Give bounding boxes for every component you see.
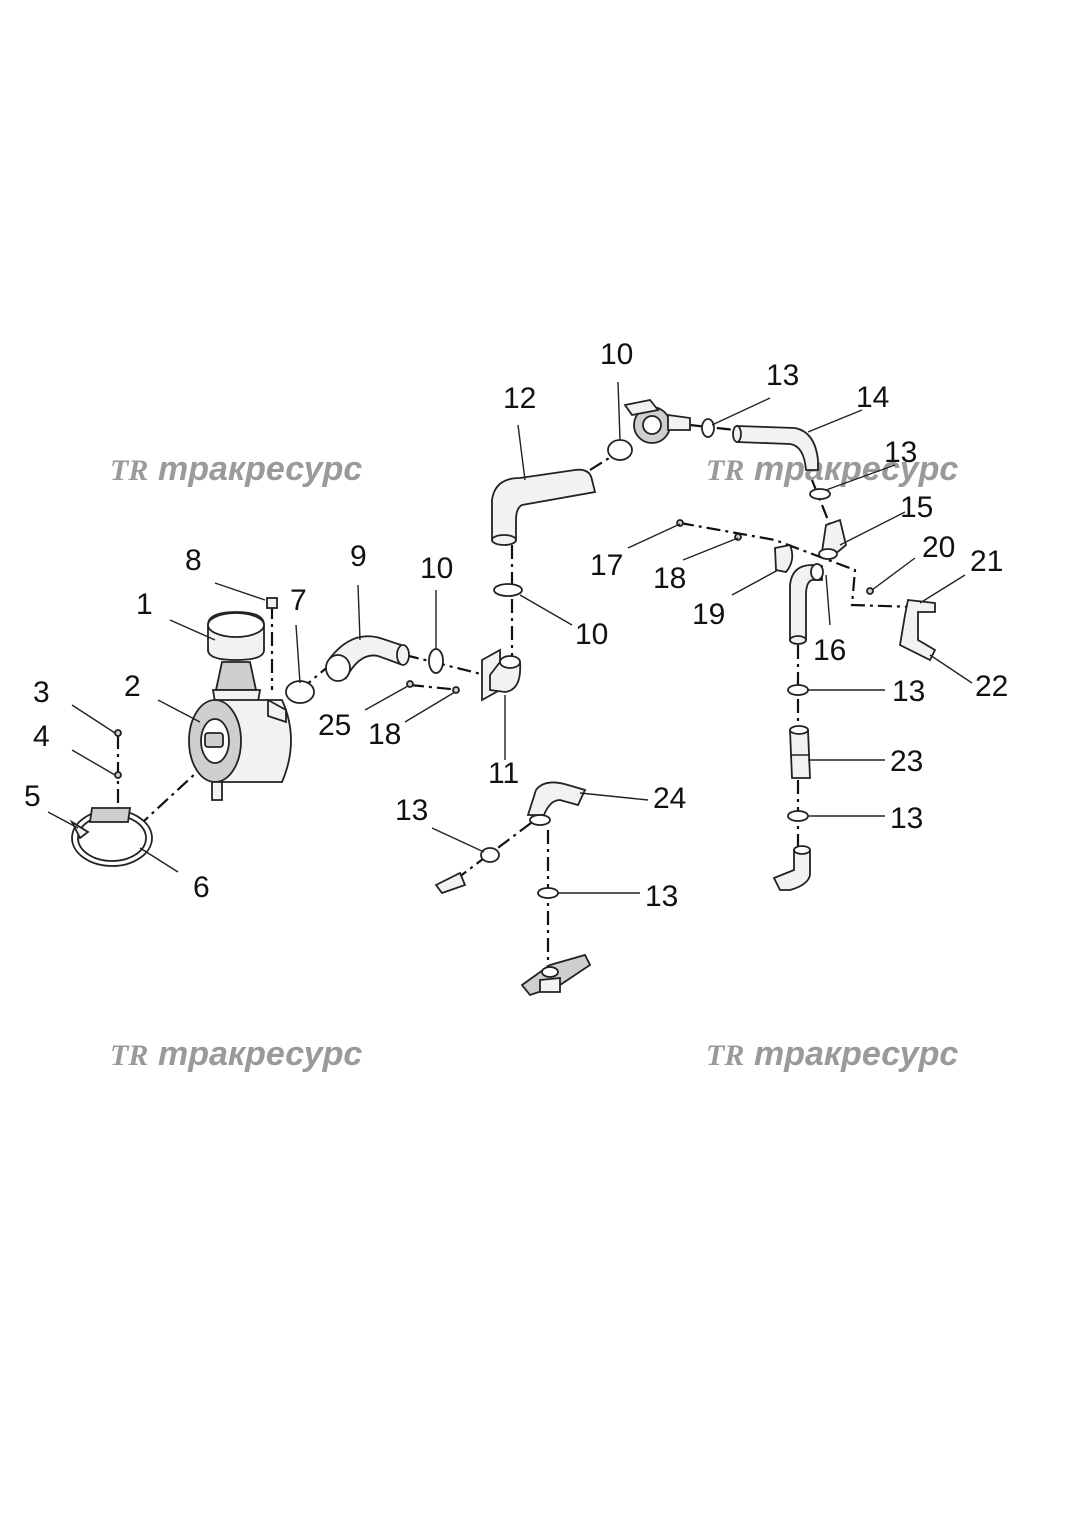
- leader-lines: [47, 381, 973, 894]
- callout-21: 21: [970, 545, 1003, 578]
- part-8-fitting: [266, 597, 278, 609]
- callout-13-stack-lower: 13: [890, 802, 923, 835]
- part-turbocharger: [623, 399, 691, 444]
- watermark-logo: TR: [706, 454, 744, 487]
- part-11-inlet-elbow: [481, 648, 522, 702]
- callout-18-right: 18: [653, 562, 686, 595]
- callout-2: 2: [124, 670, 141, 703]
- part-12-elbow-pipe: [491, 468, 597, 546]
- watermark-text: тракресурс: [754, 450, 958, 488]
- part-outlet-funnel: [434, 871, 467, 895]
- part-10-clamp-left: [428, 648, 444, 674]
- part-13-clamp-under-hose: [809, 488, 831, 500]
- part-9-elbow-hose: [325, 635, 410, 682]
- watermark-bottom-left: TR тракресурс: [110, 1035, 362, 1073]
- part-mounting-bracket: [520, 953, 592, 997]
- watermark-logo: TR: [706, 1039, 744, 1072]
- part-19-bracket-clip: [774, 543, 794, 573]
- part-6-clamp-band: [69, 807, 153, 867]
- callout-19: 19: [692, 598, 725, 631]
- part-10-clamp-middle: [493, 583, 523, 597]
- callout-22: 22: [975, 670, 1008, 703]
- part-25-18-bolts: [406, 680, 460, 694]
- watermark-logo: TR: [110, 1039, 148, 1072]
- callout-25: 25: [318, 709, 351, 742]
- part-21-22-bracket: [899, 599, 937, 662]
- part-exhaust-elbow: [772, 845, 811, 891]
- watermark-text: тракресурс: [158, 1035, 362, 1073]
- callout-18-left: 18: [368, 718, 401, 751]
- part-13-clamp-left: [480, 847, 500, 863]
- part-16-bent-pipe: [789, 563, 824, 645]
- part-1-filter-cap: [207, 611, 265, 703]
- watermark-logo: TR: [110, 454, 148, 487]
- part-15-short-pipe: [818, 518, 848, 560]
- part-24-hose-bend: [526, 781, 587, 826]
- part-23-coupling-hose: [789, 725, 811, 779]
- part-3-4-fasteners: [114, 729, 122, 779]
- callout-23: 23: [890, 745, 923, 778]
- callout-10-middle: 10: [575, 618, 608, 651]
- callout-13-right: 13: [884, 436, 917, 469]
- callout-5: 5: [24, 780, 41, 813]
- callout-17: 17: [590, 549, 623, 582]
- part-13-clamp-top: [701, 418, 715, 438]
- part-14-hose: [732, 425, 819, 471]
- callout-13-stack-upper: 13: [892, 675, 925, 708]
- callout-11: 11: [488, 757, 519, 790]
- part-13-clamp-right-lower: [787, 810, 809, 822]
- callout-14: 14: [856, 381, 889, 414]
- part-2-air-filter-housing: [188, 698, 292, 801]
- callout-12: 12: [503, 382, 536, 415]
- callout-10-top: 10: [600, 338, 633, 371]
- callout-13-left: 13: [395, 794, 428, 827]
- part-10-clamp-top: [607, 439, 633, 461]
- callout-7: 7: [290, 584, 307, 617]
- callout-1: 1: [136, 588, 153, 621]
- callout-13-bottom: 13: [645, 880, 678, 913]
- part-7-ring: [285, 680, 315, 704]
- callout-16: 16: [813, 634, 846, 667]
- callout-labels: 1 2 3 4 5 6 7 8 9 10 10 10 11 12 13 13 1…: [24, 338, 1008, 913]
- callout-3: 3: [33, 676, 50, 709]
- callout-9: 9: [350, 540, 367, 573]
- watermark-text: тракресурс: [754, 1035, 958, 1073]
- callout-8: 8: [185, 544, 202, 577]
- part-13-clamp-bottom: [537, 887, 559, 899]
- watermark-text: тракресурс: [158, 450, 362, 488]
- watermark-top-left: TR тракресурс: [110, 450, 362, 488]
- callout-4: 4: [33, 720, 50, 753]
- watermark-top-right: TR тракресурс: [706, 450, 958, 488]
- callout-20: 20: [922, 531, 955, 564]
- callout-15: 15: [900, 491, 933, 524]
- callout-10-left: 10: [420, 552, 453, 585]
- watermark-bottom-right: TR тракресурс: [706, 1035, 958, 1073]
- part-13-clamp-right-upper: [787, 684, 809, 696]
- callout-13-top: 13: [766, 359, 799, 392]
- callout-6: 6: [193, 871, 210, 904]
- callout-24: 24: [653, 782, 686, 815]
